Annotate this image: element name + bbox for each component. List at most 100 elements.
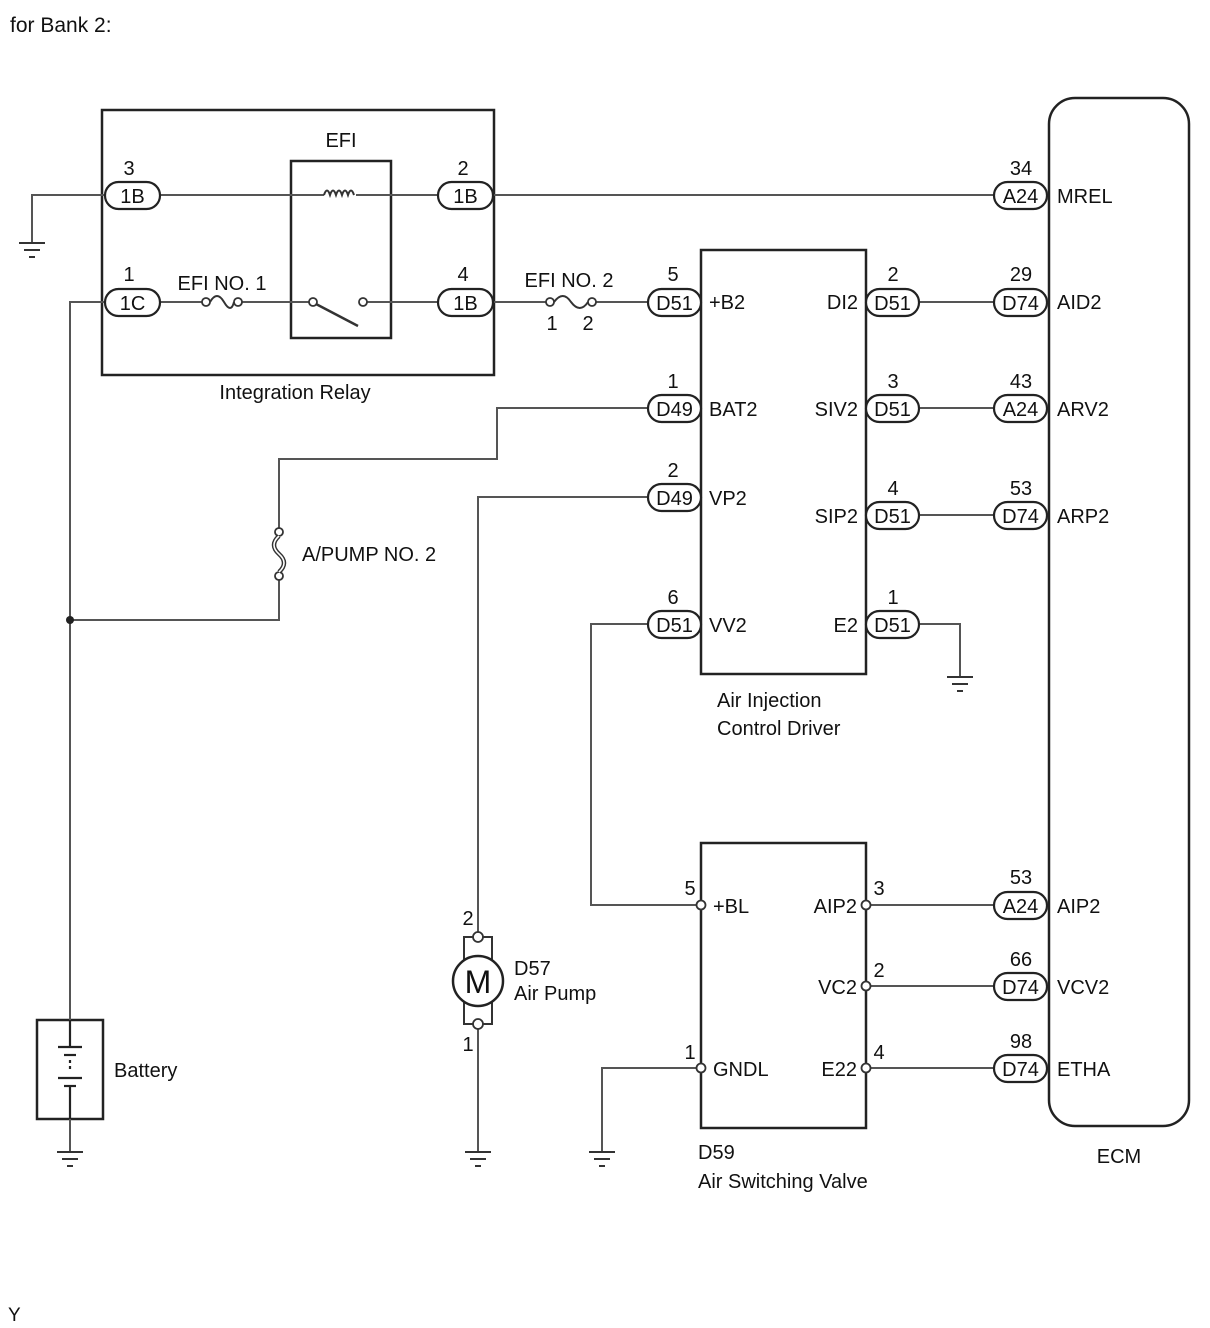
ground-symbol xyxy=(947,676,973,692)
ecm-label: ECM xyxy=(1097,1146,1141,1168)
svg-text:AIP2: AIP2 xyxy=(814,896,857,918)
battery-icon xyxy=(58,1020,82,1119)
svg-text:2: 2 xyxy=(582,313,593,335)
air-injection-control-driver-box xyxy=(699,248,868,676)
svg-text:29: 29 xyxy=(1010,264,1032,286)
svg-text:53: 53 xyxy=(1010,867,1032,889)
connector-d51-sip2: D51 xyxy=(864,500,921,531)
ground-symbol xyxy=(19,242,45,258)
svg-text:1B: 1B xyxy=(120,186,144,208)
svg-text:2: 2 xyxy=(457,158,468,180)
junction-dot xyxy=(66,616,74,624)
svg-text:SIP2: SIP2 xyxy=(815,506,858,528)
apump-no2-label: A/PUMP NO. 2 xyxy=(302,544,436,566)
svg-text:43: 43 xyxy=(1010,371,1032,393)
svg-text:+BL: +BL xyxy=(713,896,749,918)
svg-text:1: 1 xyxy=(684,1042,695,1064)
air-pump-motor-icon xyxy=(451,931,505,1030)
svg-text:1B: 1B xyxy=(453,186,477,208)
efi-relay-label: EFI xyxy=(325,130,356,152)
svg-text:5: 5 xyxy=(667,264,678,286)
svg-text:3: 3 xyxy=(123,158,134,180)
fuse-apump-no2-icon xyxy=(271,527,287,581)
svg-text:A24: A24 xyxy=(1003,896,1039,918)
svg-text:2: 2 xyxy=(873,960,884,982)
connector-1b-pin3: 1B xyxy=(103,180,162,211)
svg-text:D51: D51 xyxy=(874,293,911,315)
footer-mark: Y xyxy=(8,1305,21,1326)
svg-text:D51: D51 xyxy=(874,615,911,637)
svg-text:6: 6 xyxy=(667,587,678,609)
aicd-label-line1: Air Injection xyxy=(717,690,822,712)
svg-text:4: 4 xyxy=(457,264,468,286)
svg-text:66: 66 xyxy=(1010,949,1032,971)
connector-a24-arv2: A24 xyxy=(992,393,1049,424)
svg-text:VP2: VP2 xyxy=(709,488,747,510)
connector-d74-aid2: D74 xyxy=(992,287,1049,318)
svg-text:AID2: AID2 xyxy=(1057,292,1101,314)
page-heading: for Bank 2: xyxy=(10,14,112,37)
connector-d49-bat2: D49 xyxy=(646,393,703,424)
connector-1b-pin2: 1B xyxy=(436,180,495,211)
fuse-efi-no1-icon xyxy=(201,295,243,309)
ecm-box xyxy=(1047,96,1191,1128)
motor-symbol: M xyxy=(465,964,492,1000)
connector-d74-arp2: D74 xyxy=(992,500,1049,531)
ground-symbol xyxy=(465,1151,491,1167)
connector-d49-vp2: D49 xyxy=(646,482,703,513)
connector-d74-etha: D74 xyxy=(992,1053,1049,1084)
svg-text:VC2: VC2 xyxy=(818,977,857,999)
connector-1c-pin1: 1C xyxy=(103,287,162,318)
svg-text:VV2: VV2 xyxy=(709,615,747,637)
ground-symbol xyxy=(589,1151,615,1167)
svg-text:ARP2: ARP2 xyxy=(1057,506,1109,528)
connector-a24-aip2: A24 xyxy=(992,890,1049,921)
svg-text:2: 2 xyxy=(887,264,898,286)
connector-a24-mrel: A24 xyxy=(992,180,1049,211)
svg-text:5: 5 xyxy=(684,878,695,900)
terminal-labels: +B2 BAT2 VP2 VV2 DI2 SIV2 SIP2 E2 MREL A… xyxy=(709,186,1113,1081)
svg-text:1: 1 xyxy=(667,371,678,393)
connector-d74-vcv2: D74 xyxy=(992,971,1049,1002)
svg-text:D51: D51 xyxy=(656,293,693,315)
svg-text:ETHA: ETHA xyxy=(1057,1059,1111,1081)
svg-text:1C: 1C xyxy=(120,293,146,315)
ground-symbol xyxy=(57,1151,83,1167)
svg-text:2: 2 xyxy=(667,460,678,482)
relay-coil-icon xyxy=(323,189,355,199)
asv-code: D59 xyxy=(698,1142,735,1164)
efi-no1-label: EFI NO. 1 xyxy=(178,273,267,295)
asv-name: Air Switching Valve xyxy=(698,1171,868,1193)
svg-text:A24: A24 xyxy=(1003,186,1039,208)
svg-text:A24: A24 xyxy=(1003,399,1039,421)
asv-pin-gndl xyxy=(695,1062,707,1074)
svg-text:1: 1 xyxy=(887,587,898,609)
svg-text:D74: D74 xyxy=(1002,506,1039,528)
svg-text:E2: E2 xyxy=(834,615,858,637)
svg-text:VCV2: VCV2 xyxy=(1057,977,1109,999)
svg-text:1: 1 xyxy=(462,1034,473,1056)
svg-text:D51: D51 xyxy=(656,615,693,637)
svg-text:DI2: DI2 xyxy=(827,292,858,314)
svg-text:1B: 1B xyxy=(453,293,477,315)
svg-text:MREL: MREL xyxy=(1057,186,1113,208)
svg-text:AIP2: AIP2 xyxy=(1057,896,1100,918)
air-pump-name: Air Pump xyxy=(514,983,596,1005)
svg-text:D51: D51 xyxy=(874,399,911,421)
asv-pin-aip2 xyxy=(860,899,872,911)
svg-text:4: 4 xyxy=(887,478,898,500)
integration-relay-label: Integration Relay xyxy=(219,382,370,404)
svg-text:D74: D74 xyxy=(1002,293,1039,315)
asv-pin-e22 xyxy=(860,1062,872,1074)
battery-label: Battery xyxy=(114,1060,177,1082)
svg-text:D49: D49 xyxy=(656,488,693,510)
svg-text:BAT2: BAT2 xyxy=(709,399,758,421)
efi-no2-label: EFI NO. 2 xyxy=(525,270,614,292)
svg-text:1: 1 xyxy=(546,313,557,335)
fuse-efi-no2-icon xyxy=(545,295,597,309)
air-pump-code: D57 xyxy=(514,958,551,980)
svg-text:D51: D51 xyxy=(874,506,911,528)
relay-switch-icon xyxy=(308,297,368,328)
svg-text:3: 3 xyxy=(873,878,884,900)
connector-d51-vv2: D51 xyxy=(646,609,703,640)
